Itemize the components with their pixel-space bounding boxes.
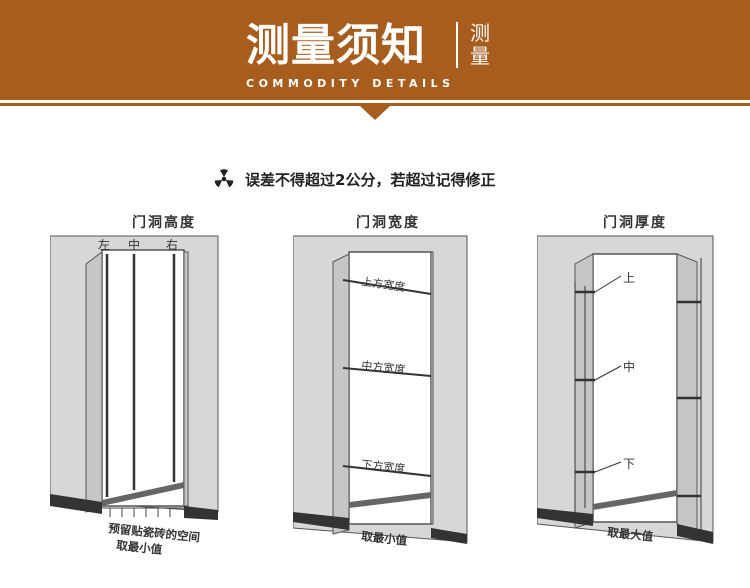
note-min-value: 取最小值	[361, 529, 409, 548]
panel-door-width: 门洞宽度 上方宽度 中方宽度 下方宽度 取最小值	[293, 212, 533, 582]
label-middle: 中	[623, 359, 635, 374]
label-bottom: 下	[623, 457, 635, 471]
title-separator	[456, 22, 458, 68]
page-title: 测量须知	[246, 20, 426, 71]
down-arrow-icon	[360, 106, 390, 120]
panel-title: 门洞厚度	[603, 215, 667, 231]
door-width-diagram: 上方宽度 中方宽度 下方宽度 取最小值	[293, 235, 468, 548]
side-title-char-1: 测	[470, 21, 490, 45]
label-top: 上	[623, 271, 635, 285]
page-subtitle: COMMODITY DETAILS	[246, 77, 455, 90]
door-height-diagram: 左 中 右 预留贴瓷砖的空间 取最小值	[50, 235, 219, 557]
label-top-width: 上方宽度	[361, 274, 407, 294]
label-middle-width: 中方宽度	[361, 358, 406, 377]
panel-title: 门洞宽度	[356, 215, 420, 231]
notice: 误差不得超过2公分，若超过记得修正	[213, 168, 495, 190]
panel-door-thickness: 门洞厚度 上 中 下 取最大值	[537, 212, 750, 582]
note-min-value: 取最小值	[116, 538, 164, 557]
header-divider	[0, 103, 750, 106]
label-middle: 中	[128, 237, 140, 252]
label-right: 右	[166, 237, 178, 252]
side-title-char-2: 量	[470, 44, 490, 68]
panel-door-height: 门洞高度 左 中 右 预留贴瓷砖的空间 取最小值	[50, 212, 290, 582]
door-thickness-diagram: 上 中 下 取最大值	[537, 235, 714, 544]
notice-text: 误差不得超过2公分，若超过记得修正	[245, 170, 496, 189]
radiation-icon	[214, 169, 234, 188]
note-max-value: 取最大值	[607, 525, 655, 544]
label-left: 左	[98, 237, 110, 252]
header-banner	[0, 0, 750, 100]
panel-title: 门洞高度	[132, 215, 196, 231]
side-title: 测 量	[468, 22, 492, 68]
label-bottom-width: 下方宽度	[361, 457, 406, 476]
